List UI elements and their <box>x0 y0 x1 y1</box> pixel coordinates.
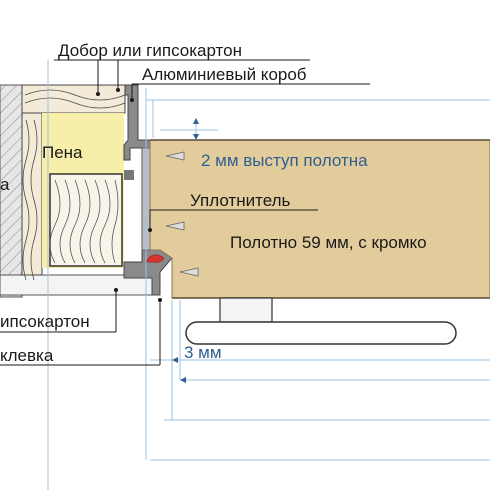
aluminum-box-label: Алюминиевый короб <box>142 65 307 84</box>
protrusion-label: 2 мм выступ полотна <box>201 151 368 170</box>
door-leaf <box>149 139 490 299</box>
foam-label: Пена <box>42 143 83 162</box>
leader-dots <box>96 88 162 302</box>
leaf-label: Полотно 59 мм, с кромко <box>230 233 427 252</box>
seal-pins <box>165 151 199 277</box>
seal-red <box>145 254 165 263</box>
left-cut-label: а <box>0 175 10 194</box>
door-handle <box>185 297 457 345</box>
jamb-or-drywall-label: Добор или гипсокартон <box>58 41 242 60</box>
wood-block <box>49 173 123 267</box>
seal-label: Уплотнитель <box>190 191 291 210</box>
leader-lines <box>0 59 370 366</box>
drywall-bottom-label: ипсокартон <box>0 312 90 331</box>
glue-label: клевка <box>0 346 54 365</box>
gap-label: 3 мм <box>184 343 222 362</box>
dimension-arrows <box>172 118 199 383</box>
